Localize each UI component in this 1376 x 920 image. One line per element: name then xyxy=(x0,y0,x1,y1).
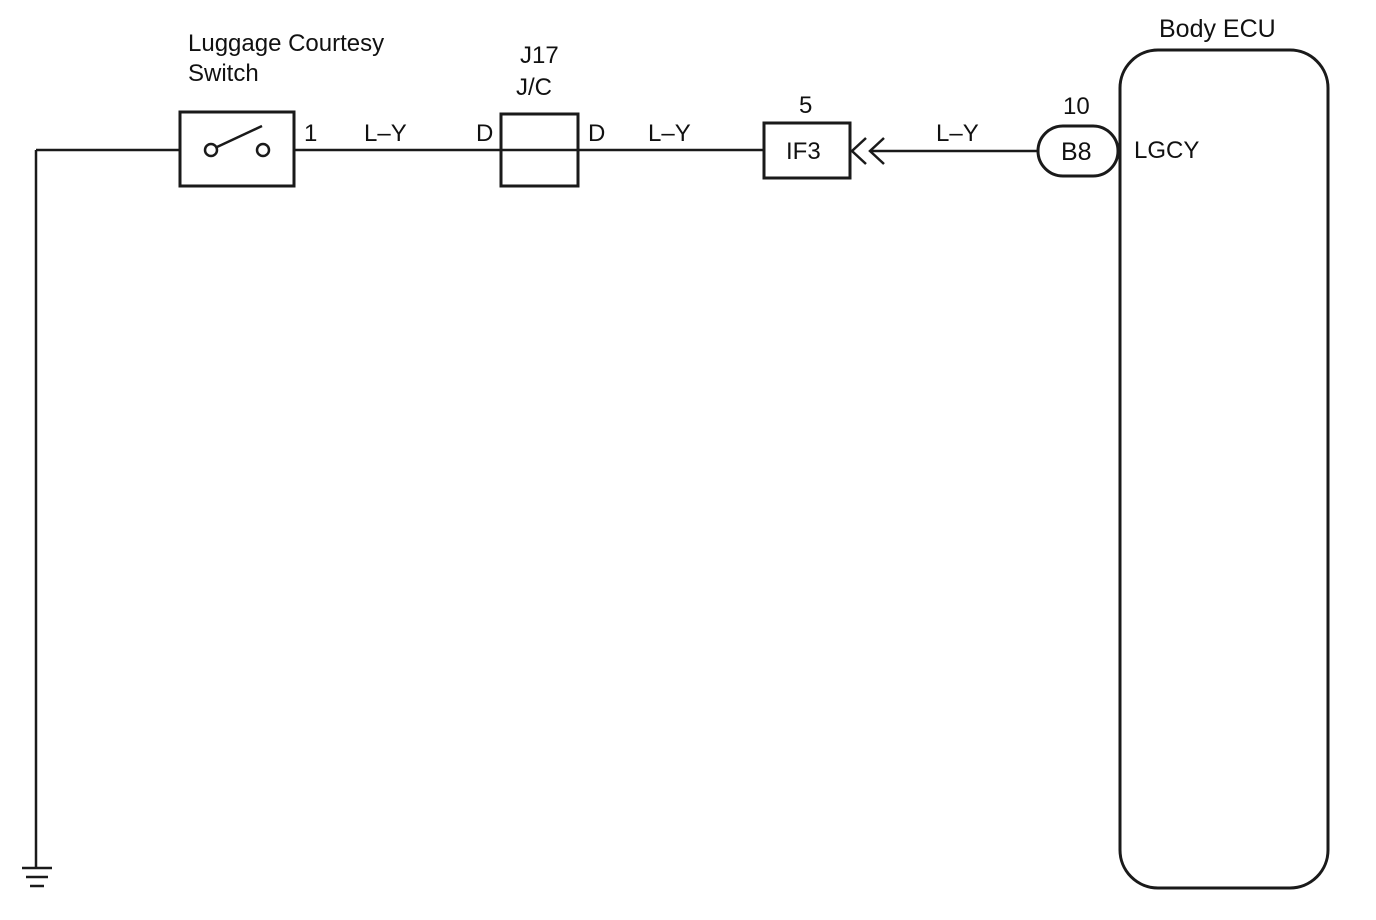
junction-id: J17 xyxy=(520,42,559,69)
ecu-pin-number: 10 xyxy=(1063,93,1090,120)
ecu-title: Body ECU xyxy=(1159,15,1276,43)
wire-color-label-3: L–Y xyxy=(936,120,979,147)
open-switch-icon xyxy=(203,124,271,158)
connector-if3 xyxy=(762,121,852,180)
ground-icon xyxy=(22,866,52,888)
junction-pin-right: D xyxy=(588,120,605,147)
connector-name: IF3 xyxy=(786,138,821,165)
luggage-courtesy-switch xyxy=(178,110,296,188)
junction-connector-j17 xyxy=(499,112,580,188)
junction-pin-left: D xyxy=(476,120,493,147)
body-ecu xyxy=(1118,48,1330,890)
switch-title-line1: Luggage Courtesy xyxy=(188,30,384,57)
connector-b8 xyxy=(1036,124,1120,178)
wire-color-label-1: L–Y xyxy=(364,120,407,147)
switch-pin-label: 1 xyxy=(304,120,317,147)
wire-color-label-2: L–Y xyxy=(648,120,691,147)
switch-title-line2: Switch xyxy=(188,60,259,87)
junction-name: J/C xyxy=(516,74,552,101)
ecu-terminal-label: LGCY xyxy=(1134,137,1199,164)
connector-pin-number: 5 xyxy=(799,92,812,119)
ecu-connector-name: B8 xyxy=(1061,138,1092,166)
